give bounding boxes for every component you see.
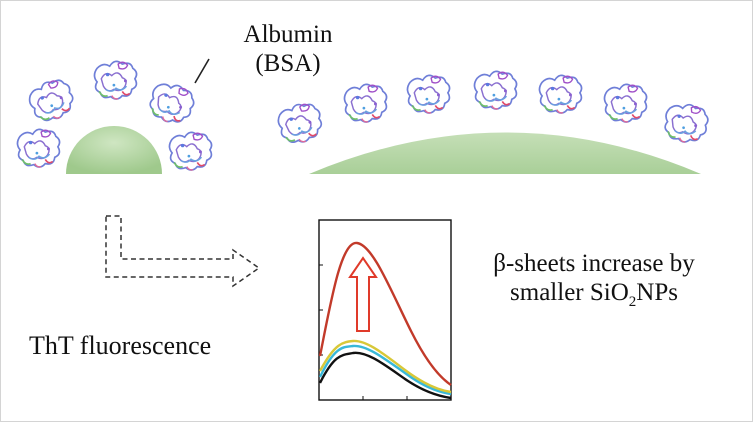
curve-yellow [318, 339, 452, 394]
result-label: β-sheets increase by smaller SiO2NPs [453, 250, 735, 311]
result-label-line2-post: NPs [636, 278, 678, 306]
result-label-line2-sub: 2 [628, 293, 637, 310]
bsa-protein-icon [275, 100, 325, 147]
curve-black [318, 351, 452, 400]
increase-arrow-icon [348, 256, 378, 332]
bsa-protein-icon [538, 74, 583, 114]
bsa-protein-icon [343, 83, 388, 123]
bsa-protein-icon [24, 74, 79, 127]
dashed-arrow-icon [105, 215, 261, 288]
result-label-line2: smaller SiO2NPs [453, 279, 735, 311]
bsa-protein-icon [168, 131, 213, 171]
protein-label-line1: Albumin [243, 21, 333, 48]
nanoparticle-large-icon [309, 132, 701, 174]
bsa-protein-icon [406, 74, 451, 114]
curve-top [318, 241, 452, 386]
label-pointer-line [194, 58, 210, 84]
result-label-line1: β-sheets increase by [493, 250, 695, 277]
plot-frame [318, 219, 452, 401]
protein-label: Albumin (BSA) [233, 21, 343, 79]
bsa-protein-icon [16, 128, 61, 168]
bsa-protein-icon [144, 77, 199, 129]
curve-cyan [318, 344, 452, 396]
fluorescence-plot [318, 219, 452, 401]
bsa-protein-icon [473, 70, 518, 110]
large-nanoparticle-group [275, 70, 711, 174]
nanoparticle-small-icon [66, 126, 162, 174]
result-label-line2-pre: smaller SiO [510, 278, 629, 306]
protein-label-line2: (BSA) [255, 49, 321, 77]
small-nanoparticle-group [16, 60, 213, 174]
bsa-protein-icon [661, 100, 711, 147]
bsa-protein-icon [93, 60, 138, 100]
assay-label: ThT fluorescence [29, 331, 212, 360]
bsa-protein-icon [603, 83, 648, 123]
